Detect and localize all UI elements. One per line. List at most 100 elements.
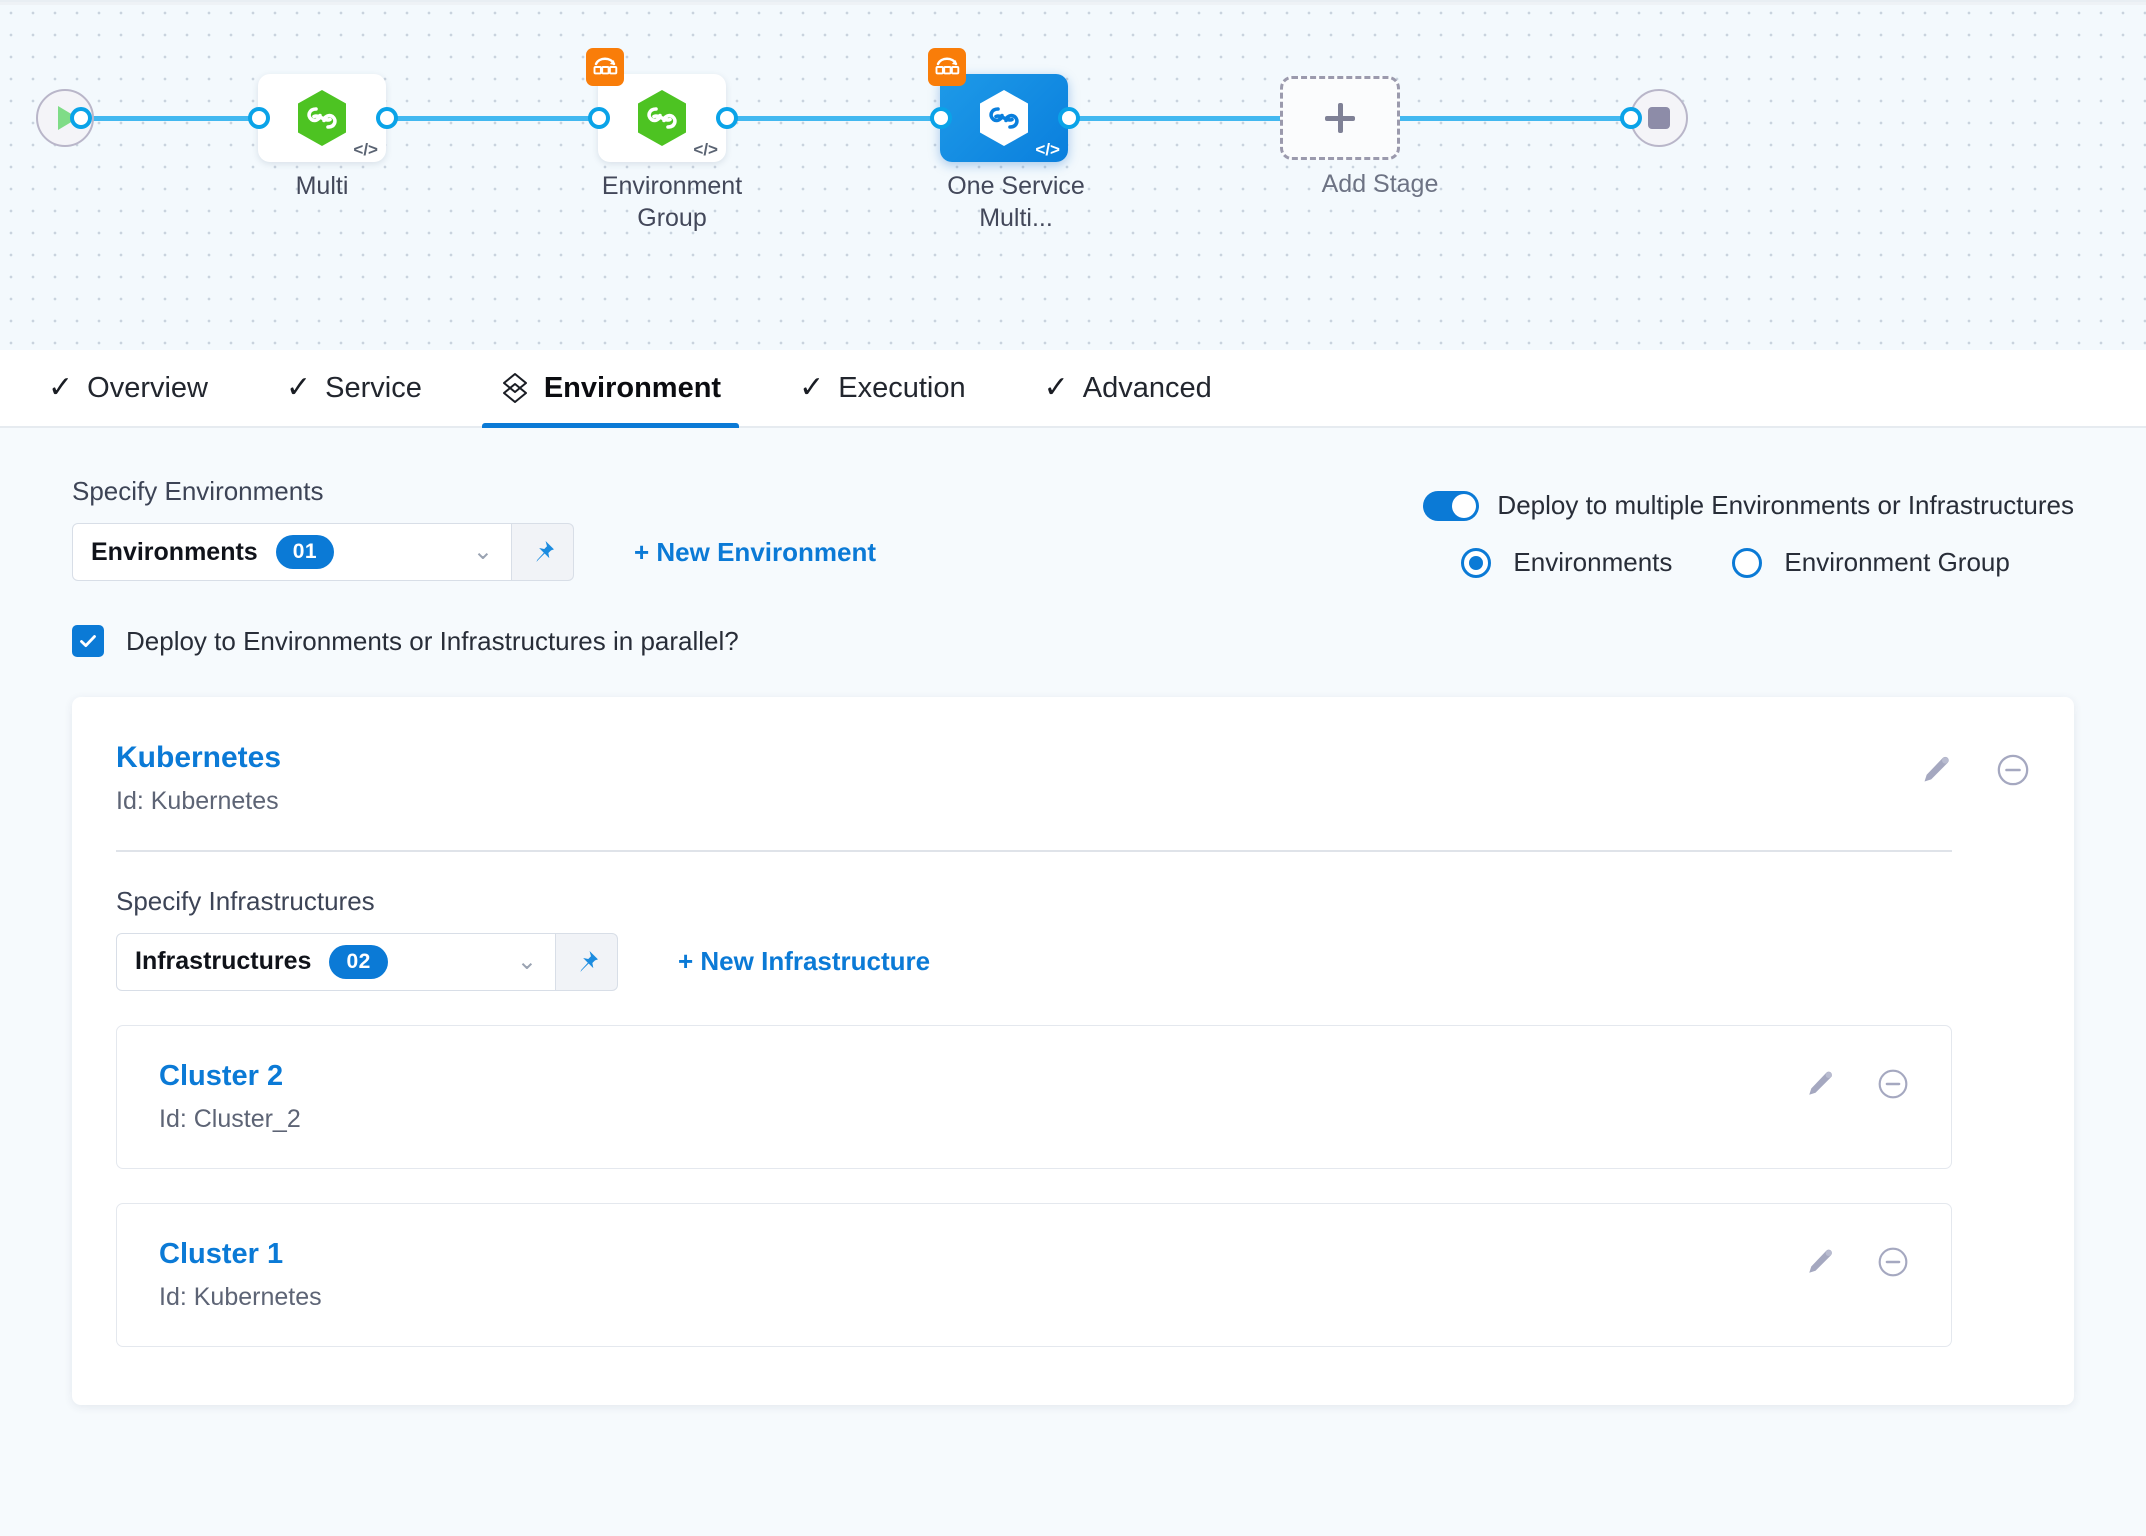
minus-circle-icon[interactable]	[1996, 753, 2030, 792]
radio-inner-dot	[1469, 555, 1484, 570]
connector-dot[interactable]	[1058, 107, 1080, 129]
tab-advanced[interactable]: ✓ Advanced	[1026, 349, 1230, 427]
connector-dot[interactable]	[248, 107, 270, 129]
environment-card-divider	[116, 850, 1952, 852]
harness-hexagon-icon	[638, 90, 686, 146]
tab-overview[interactable]: ✓ Overview	[30, 349, 226, 427]
new-environment-link[interactable]: + New Environment	[634, 536, 876, 567]
pencil-icon[interactable]	[1805, 1069, 1835, 1104]
code-icon[interactable]: </>	[353, 140, 378, 159]
specify-infrastructures-block: Specify Infrastructures Infrastructures …	[116, 886, 2030, 1347]
stage-label: Environment Group	[601, 172, 743, 232]
pin-icon	[535, 541, 554, 563]
parallel-deploy-label: Deploy to Environments or Infrastructure…	[126, 625, 739, 656]
harness-hexagon-icon	[980, 90, 1028, 146]
stop-icon	[1648, 107, 1670, 129]
environment-id-text: Id: Kubernetes	[116, 787, 279, 815]
tab-execution[interactable]: ✓ Execution	[781, 349, 984, 427]
minus-circle-icon[interactable]	[1877, 1068, 1909, 1105]
connector-rail	[1280, 116, 1656, 121]
environments-pin-button[interactable]	[512, 523, 574, 581]
parallel-deploy-checkbox[interactable]	[72, 625, 104, 657]
environment-card: Kubernetes Id: Kubernetes	[72, 697, 2074, 1405]
tab-label: Service	[325, 371, 422, 404]
connector-dot[interactable]	[716, 107, 738, 129]
pipeline-stage-environment-group[interactable]: </>	[586, 48, 726, 162]
check-icon: ✓	[48, 371, 74, 404]
multi-deploy-block: Deploy to multiple Environments or Infra…	[1423, 476, 2074, 578]
multi-deploy-toggle-label: Deploy to multiple Environments or Infra…	[1497, 490, 2074, 520]
checkmark-icon	[80, 635, 96, 647]
environment-panel: Specify Environments Environments 01 ⌄ +…	[0, 428, 2146, 1536]
environments-select-value: Environments	[91, 537, 258, 566]
infrastructure-card-actions	[1805, 1238, 1909, 1283]
infrastructure-identity: Cluster 1 Id: Kubernetes	[159, 1238, 322, 1312]
infrastructure-identity: Cluster 2 Id: Cluster_2	[159, 1060, 301, 1134]
connector-rail	[936, 116, 1280, 121]
infrastructures-count-badge: 02	[329, 944, 388, 979]
harness-hexagon-icon	[298, 90, 346, 146]
deploy-target-radio-group: Environments Environment Group	[1423, 547, 2074, 578]
infrastructure-id-text: Id: Kubernetes	[159, 1282, 322, 1311]
code-icon[interactable]: </>	[1035, 140, 1060, 159]
infrastructure-card: Cluster 1 Id: Kubernetes	[116, 1202, 1952, 1347]
pipeline-stage-one-service-multi[interactable]: </>	[928, 48, 1068, 162]
infrastructure-card-actions	[1805, 1060, 1909, 1105]
connector-rail	[266, 116, 600, 121]
connector-rail	[600, 116, 936, 121]
radio-environment-group[interactable]	[1732, 547, 1763, 578]
pencil-icon[interactable]	[1920, 754, 1952, 791]
add-stage-button[interactable]	[1280, 76, 1400, 160]
specify-environments-label: Specify Environments	[72, 476, 324, 506]
radio-label-environments: Environments	[1513, 547, 1673, 577]
plus-icon	[1337, 103, 1343, 133]
environment-controls-row: Specify Environments Environments 01 ⌄ +…	[72, 428, 2074, 581]
infrastructures-select[interactable]: Infrastructures 02 ⌄	[116, 932, 556, 991]
check-icon: ✓	[286, 371, 312, 404]
tab-label: Overview	[87, 371, 208, 404]
stage-label: Multi	[295, 172, 349, 200]
infrastructures-select-row: Infrastructures 02 ⌄ + New Infrastructur…	[116, 932, 2030, 991]
code-icon[interactable]: </>	[693, 140, 718, 159]
connector-dot[interactable]	[376, 107, 398, 129]
parallel-deploy-row: Deploy to Environments or Infrastructure…	[72, 625, 2074, 657]
pipeline-canvas[interactable]: </> Multi </> Environment Group	[0, 0, 2146, 350]
connector-dot[interactable]	[70, 107, 92, 129]
stage-label: One Service Multi...	[947, 172, 1085, 232]
infrastructure-name-link[interactable]: Cluster 1	[159, 1237, 284, 1270]
environment-card-header: Kubernetes Id: Kubernetes	[116, 741, 2030, 816]
layers-icon	[502, 373, 527, 403]
specify-environments-block: Specify Environments Environments 01 ⌄ +…	[72, 476, 876, 581]
specify-infrastructures-label: Specify Infrastructures	[116, 885, 375, 916]
matrix-strategy-icon	[586, 48, 624, 86]
toggle-knob	[1452, 493, 1477, 518]
pipeline-end-node[interactable]	[1630, 89, 1688, 147]
minus-circle-icon[interactable]	[1877, 1246, 1909, 1283]
tab-environment[interactable]: Environment	[481, 349, 740, 429]
connector-dot[interactable]	[588, 107, 610, 129]
matrix-strategy-icon	[928, 48, 966, 86]
chevron-down-icon: ⌄	[516, 947, 537, 975]
infrastructures-pin-button[interactable]	[556, 932, 618, 991]
add-stage-label: Add Stage	[1321, 170, 1439, 198]
infrastructures-select-value: Infrastructures	[135, 947, 312, 975]
radio-environments[interactable]	[1461, 547, 1492, 578]
infrastructure-id-text: Id: Cluster_2	[159, 1104, 301, 1133]
connector-dot[interactable]	[930, 107, 952, 129]
pin-icon	[579, 950, 598, 972]
environment-name-link[interactable]: Kubernetes	[116, 741, 282, 774]
tab-service[interactable]: ✓ Service	[268, 349, 440, 427]
infrastructure-name-link[interactable]: Cluster 2	[159, 1059, 284, 1092]
environments-select[interactable]: Environments 01 ⌄	[72, 523, 512, 581]
environment-card-actions	[1920, 741, 2030, 792]
pipeline-stage-multi[interactable]: </>	[258, 74, 386, 162]
infrastructure-card: Cluster 2 Id: Cluster_2	[116, 1024, 1952, 1169]
environments-select-row: Environments 01 ⌄ + New Environment	[72, 523, 876, 581]
radio-label-environment-group: Environment Group	[1784, 547, 2010, 577]
pencil-icon[interactable]	[1805, 1247, 1835, 1282]
connector-dot[interactable]	[1620, 107, 1642, 129]
new-infrastructure-link[interactable]: + New Infrastructure	[678, 946, 931, 976]
multi-deploy-toggle[interactable]	[1423, 490, 1480, 521]
tab-label: Advanced	[1082, 371, 1212, 404]
environment-card-identity: Kubernetes Id: Kubernetes	[116, 741, 281, 816]
